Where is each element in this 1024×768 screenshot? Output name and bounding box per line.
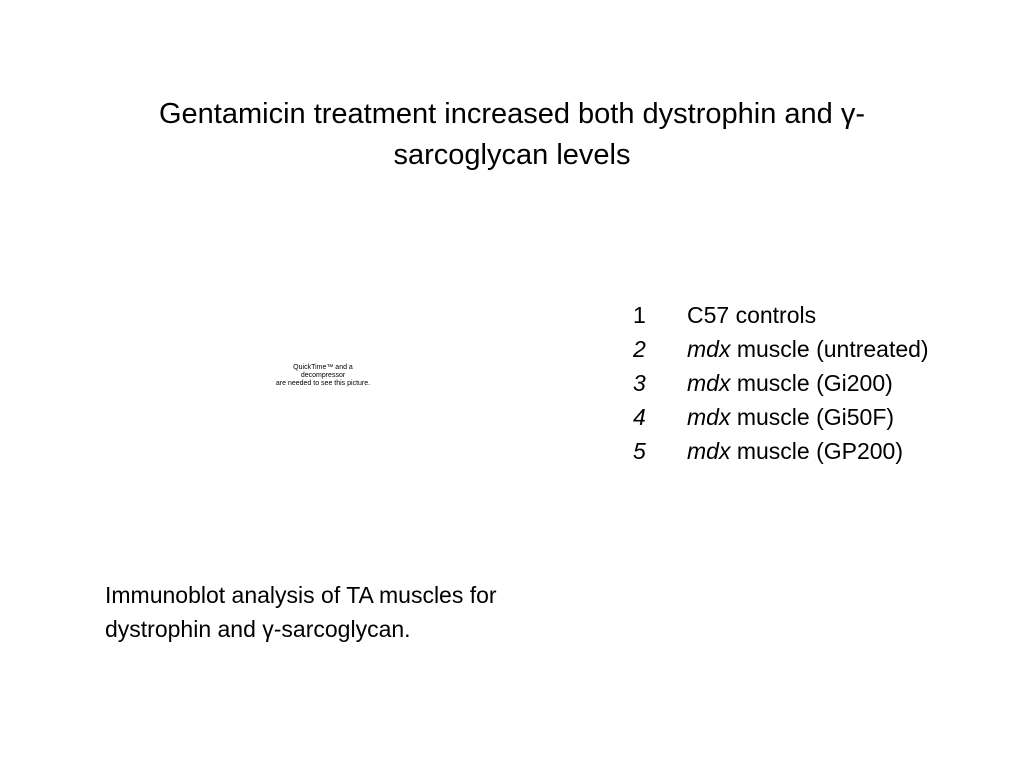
- lane-strain: mdx: [687, 370, 731, 396]
- placeholder-line-3: are needed to see this picture.: [275, 380, 371, 387]
- lane-number: 5: [633, 438, 646, 464]
- lane-label: muscle (untreated): [730, 336, 929, 362]
- lane-label: muscle (Gi200): [730, 370, 893, 396]
- placeholder-line-1: QuickTime™ and a: [293, 364, 353, 371]
- lane-number: 2: [633, 336, 646, 362]
- slide-title-line-2: sarcoglycan levels: [393, 139, 631, 171]
- lane-strain: mdx: [687, 438, 731, 464]
- lane-label: C57 controls: [687, 302, 817, 328]
- legend-item: 3 mdx muscle (Gi200): [633, 366, 1013, 400]
- slide-title: Gentamicin treatment increased both dyst…: [80, 94, 944, 176]
- lane-number: 4: [633, 404, 646, 430]
- lane-number: 1: [633, 302, 646, 328]
- legend-item: 1 C57 controls: [633, 298, 1013, 332]
- placeholder-line-2: decompressor: [300, 372, 346, 379]
- lane-label: muscle (GP200): [730, 438, 904, 464]
- lane-label: muscle (Gi50F): [730, 404, 895, 430]
- lane-number: 3: [633, 370, 646, 396]
- figure-caption: Immunoblot analysis of TA muscles for dy…: [105, 578, 625, 646]
- lane-strain: mdx: [687, 336, 731, 362]
- missing-image-placeholder: QuickTime™ and a decompressor are needed…: [262, 364, 384, 388]
- lane-strain: mdx: [687, 404, 731, 430]
- caption-line-2: dystrophin and γ-sarcoglycan.: [105, 616, 411, 642]
- legend-item: 4 mdx muscle (Gi50F): [633, 400, 1013, 434]
- caption-line-1: Immunoblot analysis of TA muscles for: [105, 582, 497, 608]
- slide-title-line-1: Gentamicin treatment increased both dyst…: [158, 98, 866, 130]
- legend-item: 2 mdx muscle (untreated): [633, 332, 1013, 366]
- legend-item: 5 mdx muscle (GP200): [633, 434, 1013, 468]
- lane-legend: 1 C57 controls 2 mdx muscle (untreated) …: [633, 298, 1013, 468]
